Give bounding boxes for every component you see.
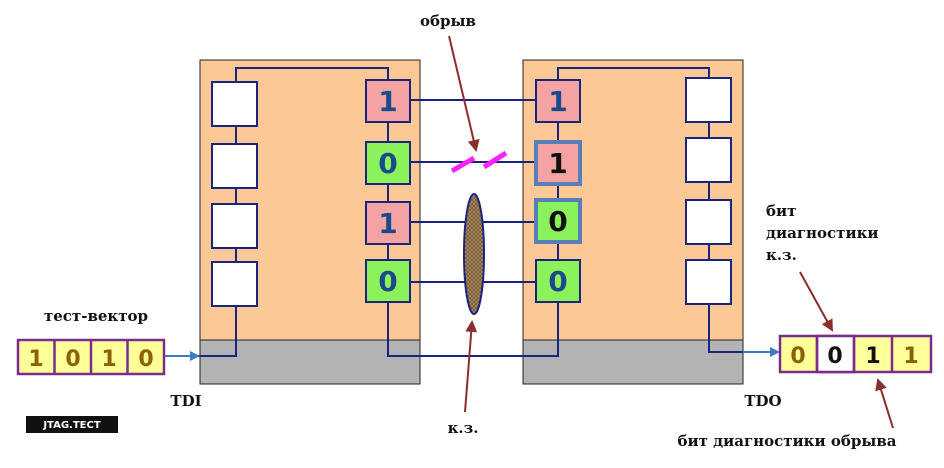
- break-callout-arrow: [448, 35, 480, 152]
- short-diag-label-line3: к.з.: [766, 246, 797, 264]
- chip-right-cell-1-value: 1: [548, 85, 567, 118]
- chip-right-boundary-cells: 1 1 0 0: [534, 79, 582, 303]
- tdi-label: TDI: [170, 392, 201, 410]
- tdo-label: TDO: [744, 392, 781, 410]
- chip-left-cell-1-value: 1: [378, 85, 397, 118]
- chip-right-core-cell: [685, 137, 732, 183]
- break-label: обрыв: [420, 12, 476, 30]
- result-vector-bit-1: 0: [790, 344, 805, 369]
- test-vector-bit-4: 0: [138, 347, 153, 372]
- result-vector-bit-4: 1: [903, 344, 918, 369]
- test-vector: 1 0 1 0: [16, 338, 166, 376]
- test-vector-bit-2: 0: [65, 347, 80, 372]
- chip-left-core-cell: [211, 261, 258, 307]
- chip-right-core-cells: [685, 77, 732, 305]
- test-vector-label: тест-вектор: [44, 307, 148, 325]
- chip-left-cell-3: [365, 201, 411, 245]
- short-diag-label-line2: диагностики: [766, 224, 879, 242]
- chip-right-cell-2: [534, 140, 582, 186]
- break-diag-label: бит диагностики обрыва: [677, 432, 896, 450]
- result-vector-bit-2: 0: [827, 344, 842, 369]
- result-vector: 0 0 1 1: [778, 334, 933, 374]
- chip-right-base: [522, 339, 744, 385]
- break-diag-callout-arrow: [875, 378, 894, 429]
- logo: JTAG.TECT: [26, 416, 118, 433]
- short-diag-label-line1: бит: [766, 202, 796, 220]
- callout-arrows: [448, 35, 894, 429]
- chip-right-cell-1: [535, 79, 581, 123]
- chip-left-core-cell: [211, 203, 258, 249]
- chip-left-cell-2-value: 0: [378, 147, 397, 180]
- result-vector-cell-highlight: [815, 334, 856, 374]
- result-vector-frame: [778, 334, 933, 374]
- test-vector-bit-1: 1: [28, 347, 43, 372]
- chip-left-cell-3-value: 1: [378, 207, 397, 240]
- chip-left-boundary-cells: 1 0 1 0: [365, 79, 411, 303]
- chip-left-cell-4-value: 0: [378, 265, 397, 298]
- chip-right-cell-3-value: 0: [548, 205, 567, 238]
- chip-right-core-cell: [685, 77, 732, 123]
- short-diag-callout-arrow: [799, 271, 833, 332]
- chip-right-core-cell: [685, 259, 732, 305]
- chip-left-cell-1: [365, 79, 411, 123]
- chip-left-core-cells: [211, 81, 258, 307]
- test-vector-bit-3: 1: [101, 347, 116, 372]
- chip-right-cell-4-value: 0: [548, 265, 567, 298]
- chip-right-core-cell: [685, 199, 732, 245]
- chip-left-core-cell: [211, 81, 258, 127]
- short-callout-arrow: [464, 320, 478, 413]
- chip-right-cell-3: [534, 198, 582, 244]
- chip-left-cell-2: [365, 141, 411, 185]
- chip-left-core-cell: [211, 143, 258, 189]
- chip-right-cell-2-value: 1: [548, 147, 567, 180]
- break-mark: [450, 150, 508, 174]
- result-vector-bit-3: 1: [865, 344, 880, 369]
- short-circuit-mark: [463, 193, 485, 315]
- chip-right-cell-4: [535, 259, 581, 303]
- logo-text: JTAG.TECT: [42, 420, 101, 431]
- short-label: к.з.: [448, 419, 479, 437]
- logo-badge: [26, 416, 118, 433]
- chip-left-cell-4: [365, 259, 411, 303]
